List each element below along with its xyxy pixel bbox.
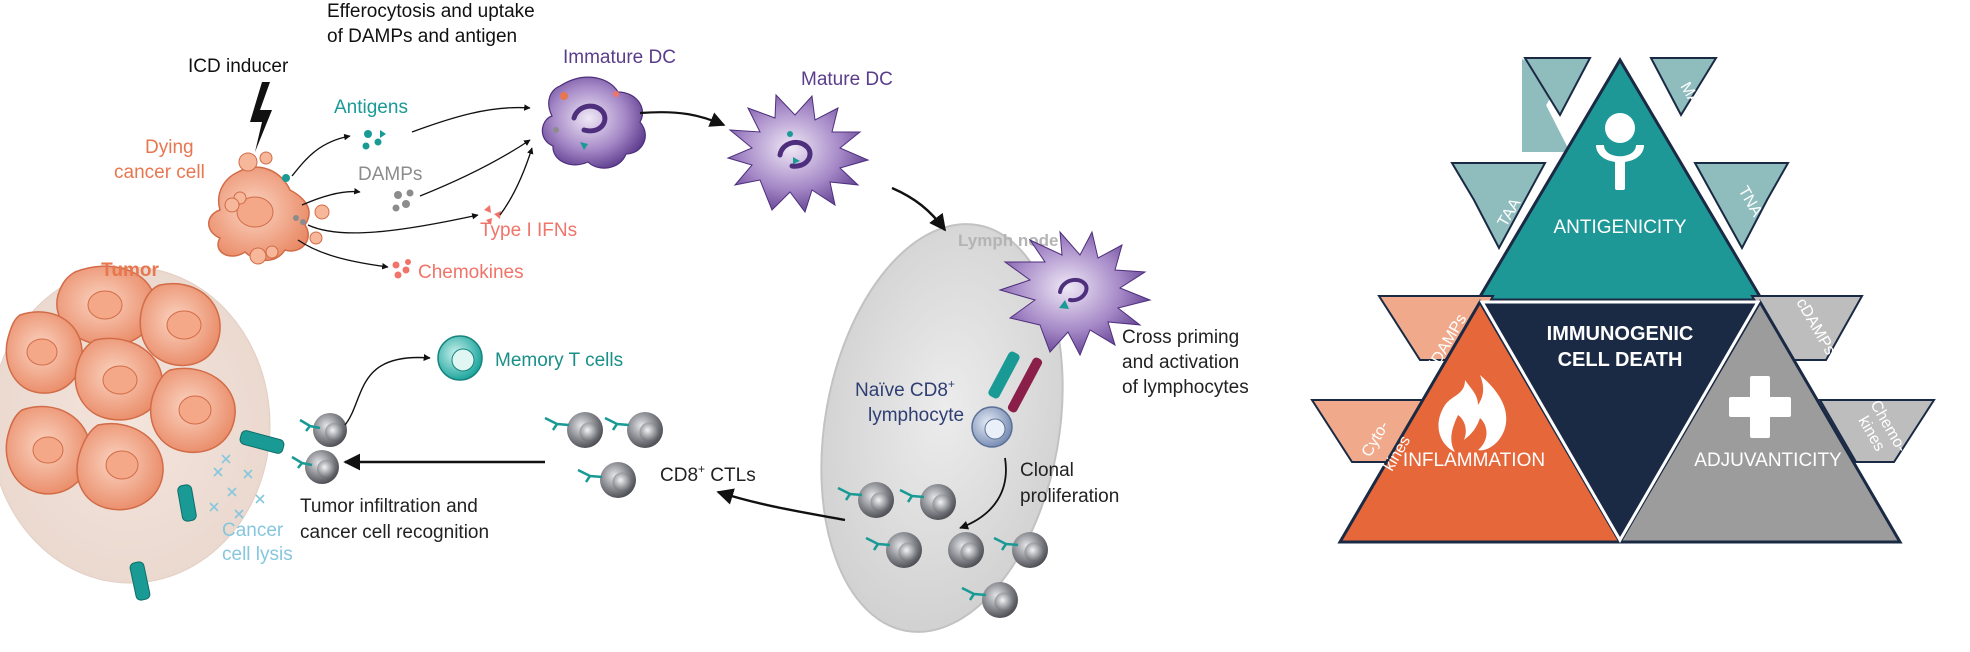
- ifn-marks: [484, 205, 501, 225]
- chemokines-label: Chemokines: [418, 262, 524, 283]
- lysis-label-1: Cancer: [222, 520, 284, 541]
- infiltration-label-1: Tumor infiltration and: [300, 496, 478, 517]
- arrow-to-lymph-node: [891, 186, 947, 232]
- chemokine-dots: [392, 259, 411, 279]
- damps-label: DAMPs: [358, 164, 422, 185]
- naive-label-2: lymphocyte: [868, 405, 964, 426]
- arrow-clonal: [959, 457, 1007, 530]
- plus-icon: [1729, 376, 1791, 438]
- lysis-marks: [209, 454, 265, 519]
- cross-priming-label-3: of lymphocytes: [1122, 377, 1249, 398]
- mature-dc: [726, 93, 870, 214]
- proliferating-ctls: [837, 482, 1048, 618]
- cross-priming-label-1: Cross priming: [1122, 327, 1239, 348]
- icd-center-label-2: CELL DEATH: [1558, 349, 1683, 371]
- tcr-rods: [129, 430, 285, 601]
- cross-priming-label-2: and activation: [1122, 352, 1239, 373]
- antigen-receptor-icon: [1596, 113, 1644, 190]
- icd-inducer-label: ICD inducer: [188, 56, 289, 77]
- flame-icon: [1438, 375, 1507, 452]
- icd-center-label-1: IMMUNOGENIC: [1547, 323, 1694, 345]
- adjuvanticity-label: ADJUVANTICITY: [1694, 450, 1842, 471]
- arrow-to-mature-dc: [639, 111, 726, 127]
- immature-dc-label: Immature DC: [563, 47, 676, 68]
- memory-t-cell: [437, 335, 483, 381]
- dying-cancer-cell: [208, 151, 330, 265]
- ifn-label: Type I IFNs: [480, 220, 577, 241]
- icd-panel: [1310, 56, 1936, 544]
- antigens-label: Antigens: [334, 97, 408, 118]
- antigenicity-label: ANTIGENICITY: [1553, 217, 1686, 238]
- arrow-from-node: [716, 488, 846, 522]
- cta-triangle-b: [1522, 58, 1570, 152]
- ctl-label: CD8+ CTLs: [660, 462, 756, 486]
- dying-label-2: cancer cell: [114, 162, 205, 183]
- lysis-label-2: cell lysis: [222, 544, 293, 565]
- dc-in-node: [998, 230, 1152, 357]
- icd-center-triangle: [1479, 300, 1761, 543]
- efferocytosis-label-2: of DAMPs and antigen: [327, 26, 517, 47]
- immature-dc: [541, 76, 646, 169]
- memory-t-label: Memory T cells: [495, 350, 623, 371]
- clonal-label-2: proliferation: [1020, 486, 1119, 507]
- infiltration-label-2: cancer cell recognition: [300, 522, 489, 543]
- engaged-ctl-cells: [291, 413, 347, 484]
- clonal-label-1: Clonal: [1020, 460, 1074, 481]
- naive-label-1: Naïve CD8+: [855, 377, 955, 401]
- efferocytosis-label-1: Efferocytosis and uptake: [327, 1, 535, 22]
- release-arrows: [291, 104, 534, 270]
- arrow-to-memory: [344, 354, 431, 426]
- damp-dots: [392, 189, 414, 212]
- mature-dc-label: Mature DC: [801, 69, 893, 90]
- lightning-icon: [250, 82, 272, 152]
- ctl-group: [544, 412, 663, 498]
- naive-cd8: [971, 351, 1043, 448]
- antigen-dots: [362, 130, 386, 150]
- dying-label-1: Dying: [145, 137, 194, 158]
- tumor-label: Tumor: [101, 260, 159, 281]
- tumor-mass: [0, 265, 271, 584]
- lymph-node: [820, 223, 1064, 633]
- inflammation-label: INFLAMMATION: [1403, 450, 1545, 471]
